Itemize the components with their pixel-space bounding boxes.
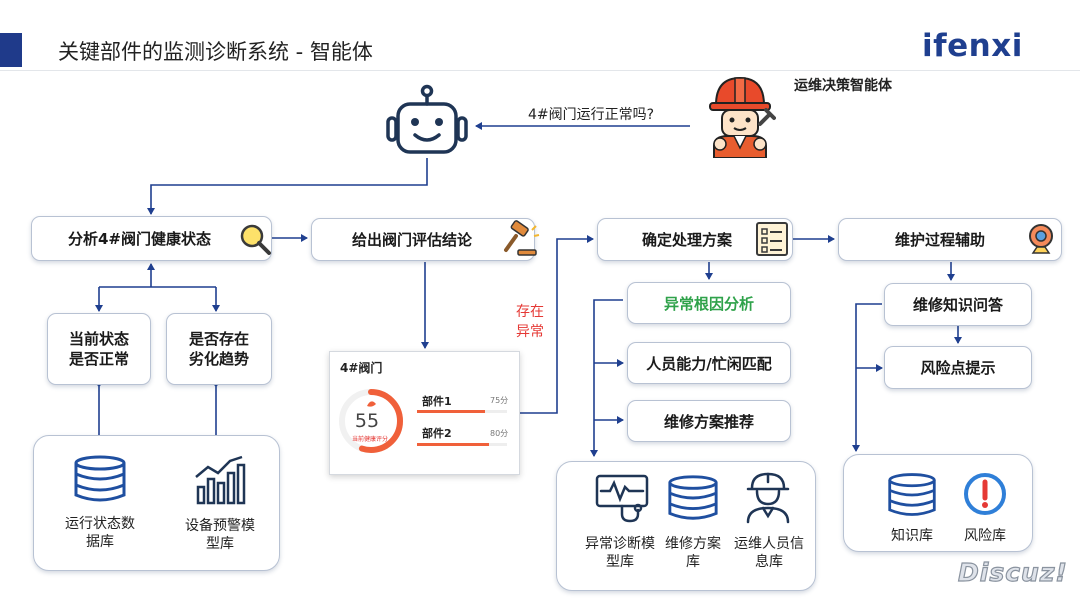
risk-alert-icon [964, 473, 1006, 515]
part-2-name: 部件2 [422, 427, 452, 440]
part-2-score: 80分 [490, 429, 509, 438]
valve-health-card: 4#阀门 55 当前健康评分 部件1 75分 部件2 80分 [329, 351, 520, 475]
repair-plan-db-label: 维修方案库 [665, 536, 721, 570]
part-2-bar-fill [417, 443, 489, 446]
gavel-icon [504, 220, 540, 256]
title-accent-bar [0, 33, 22, 67]
diagnosis-model-db-label: 异常诊断模型库 [585, 536, 655, 570]
database-icon [74, 455, 126, 502]
brand-logo: ifenxi [922, 28, 1023, 64]
trend-label: 是否存在劣化趋势 [188, 330, 249, 368]
camera-icon [1029, 224, 1053, 254]
plan-recommend-label: 维修方案推荐 [663, 412, 754, 431]
header-divider [0, 70, 1080, 71]
trend-check: 是否存在劣化趋势 [166, 313, 272, 385]
part-2-bar-track [417, 443, 507, 446]
health-score-value: 55 [354, 410, 380, 432]
running-status-db-label: 运行状态数据库 [65, 516, 135, 550]
worker-helmet-icon [746, 472, 790, 524]
database-icon [668, 475, 718, 520]
database-icon [888, 473, 936, 516]
risk-tip-box: 风险点提示 [884, 346, 1032, 389]
current-status-label: 当前状态是否正常 [68, 330, 129, 368]
page-title: 关键部件的监测诊断系统 - 智能体 [58, 40, 373, 64]
warning-model-db-label: 设备预警模型库 [185, 518, 255, 552]
part-1-bar-fill [417, 410, 485, 413]
magnifier-icon [240, 224, 271, 255]
part-1-score: 75分 [490, 396, 509, 405]
conclusion-box: 给出阀门评估结论 [311, 218, 535, 261]
root-cause-label: 异常根因分析 [663, 294, 754, 313]
risk-tip-label: 风险点提示 [920, 359, 996, 377]
health-score-arc [339, 389, 403, 453]
plan-recommend-box: 维修方案推荐 [627, 400, 791, 442]
current-status-check: 当前状态是否正常 [47, 313, 151, 385]
trend-chart-icon [195, 455, 246, 505]
health-score-caption: 当前健康评分 [351, 436, 388, 443]
checklist-icon [756, 222, 788, 256]
analyze-health-label: 分析4#阀门健康状态 [68, 230, 212, 248]
assist-box: 维护过程辅助 [838, 218, 1062, 261]
abnormal-tag: 存在异常 [516, 304, 544, 340]
analyze-health-box: 分析4#阀门健康状态 [31, 216, 272, 261]
staff-match-label: 人员能力/忙闲匹配 [646, 354, 772, 373]
risk-db-label: 风险库 [964, 528, 1006, 544]
robot-icon [386, 84, 468, 154]
plan-label: 确定处理方案 [642, 231, 733, 249]
staff-match-box: 人员能力/忙闲匹配 [627, 342, 791, 384]
question-text: 4#阀门运行正常吗? [528, 107, 655, 123]
root-cause-box: 异常根因分析 [627, 282, 791, 324]
robot-to-analyze [147, 158, 428, 215]
part-1-name: 部件1 [422, 395, 452, 408]
health-score-ring [339, 389, 403, 453]
knowledge-qa-box: 维修知识问答 [884, 283, 1032, 326]
knowledge-db-label: 知识库 [891, 528, 933, 544]
agent-label: 运维决策智能体 [794, 78, 892, 94]
discuz-watermark: Discuz! [957, 557, 1068, 587]
maintenance-agent-icon [709, 76, 776, 158]
knowledge-qa-label: 维修知识问答 [912, 296, 1003, 314]
valve-card-title: 4#阀门 [340, 361, 383, 375]
assist-label: 维护过程辅助 [895, 231, 986, 249]
part-1-bar-track [417, 410, 507, 413]
conclusion-label: 给出阀门评估结论 [352, 231, 473, 249]
diagnosis-monitor-icon [595, 474, 649, 523]
staff-info-db-label: 运维人员信息库 [734, 536, 804, 570]
